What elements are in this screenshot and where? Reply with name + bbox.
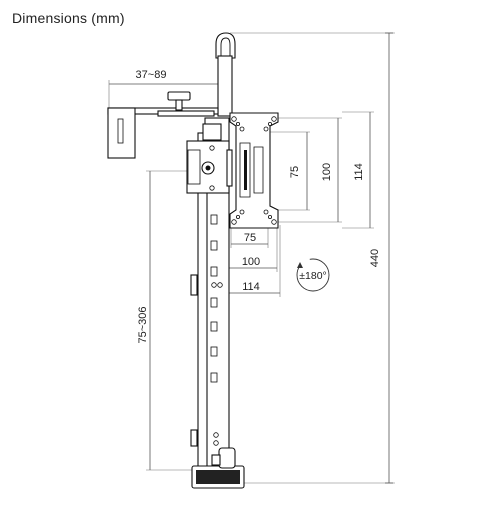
- vesa-horizontal-dimensions: 75 100 114: [221, 218, 281, 297]
- vesa-vertical-dimensions: 75 100 114: [262, 111, 374, 229]
- total-height-dimension: 440: [230, 32, 395, 484]
- vesa-mid-h-label: 100: [242, 256, 260, 268]
- vesa-small-v-label: 75: [289, 166, 301, 178]
- vesa-small-h-label: 75: [244, 232, 256, 244]
- vesa-large-v-label: 114: [353, 163, 365, 181]
- clamp-range-dimension: 37~89: [108, 69, 219, 112]
- desk-clamp: [107, 91, 219, 159]
- top-handle: [215, 32, 236, 117]
- clamp-knob-icon: [167, 91, 191, 101]
- rotation-indicator: ±180°: [296, 258, 330, 292]
- vesa-mid-v-label: 100: [321, 163, 333, 181]
- rotation-label: ±180°: [299, 270, 326, 282]
- clamp-range-label: 37~89: [136, 69, 167, 81]
- height-range-label: 75~306: [137, 306, 149, 343]
- total-height-label: 440: [369, 249, 381, 267]
- vesa-plate: [226, 112, 279, 229]
- bottom-knob-icon: [218, 447, 236, 469]
- height-range-dimension: 75~306: [137, 170, 205, 471]
- drawing-title: Dimensions (mm): [12, 10, 125, 26]
- bottom-clamp: [191, 447, 245, 489]
- vesa-large-h-label: 114: [242, 281, 260, 293]
